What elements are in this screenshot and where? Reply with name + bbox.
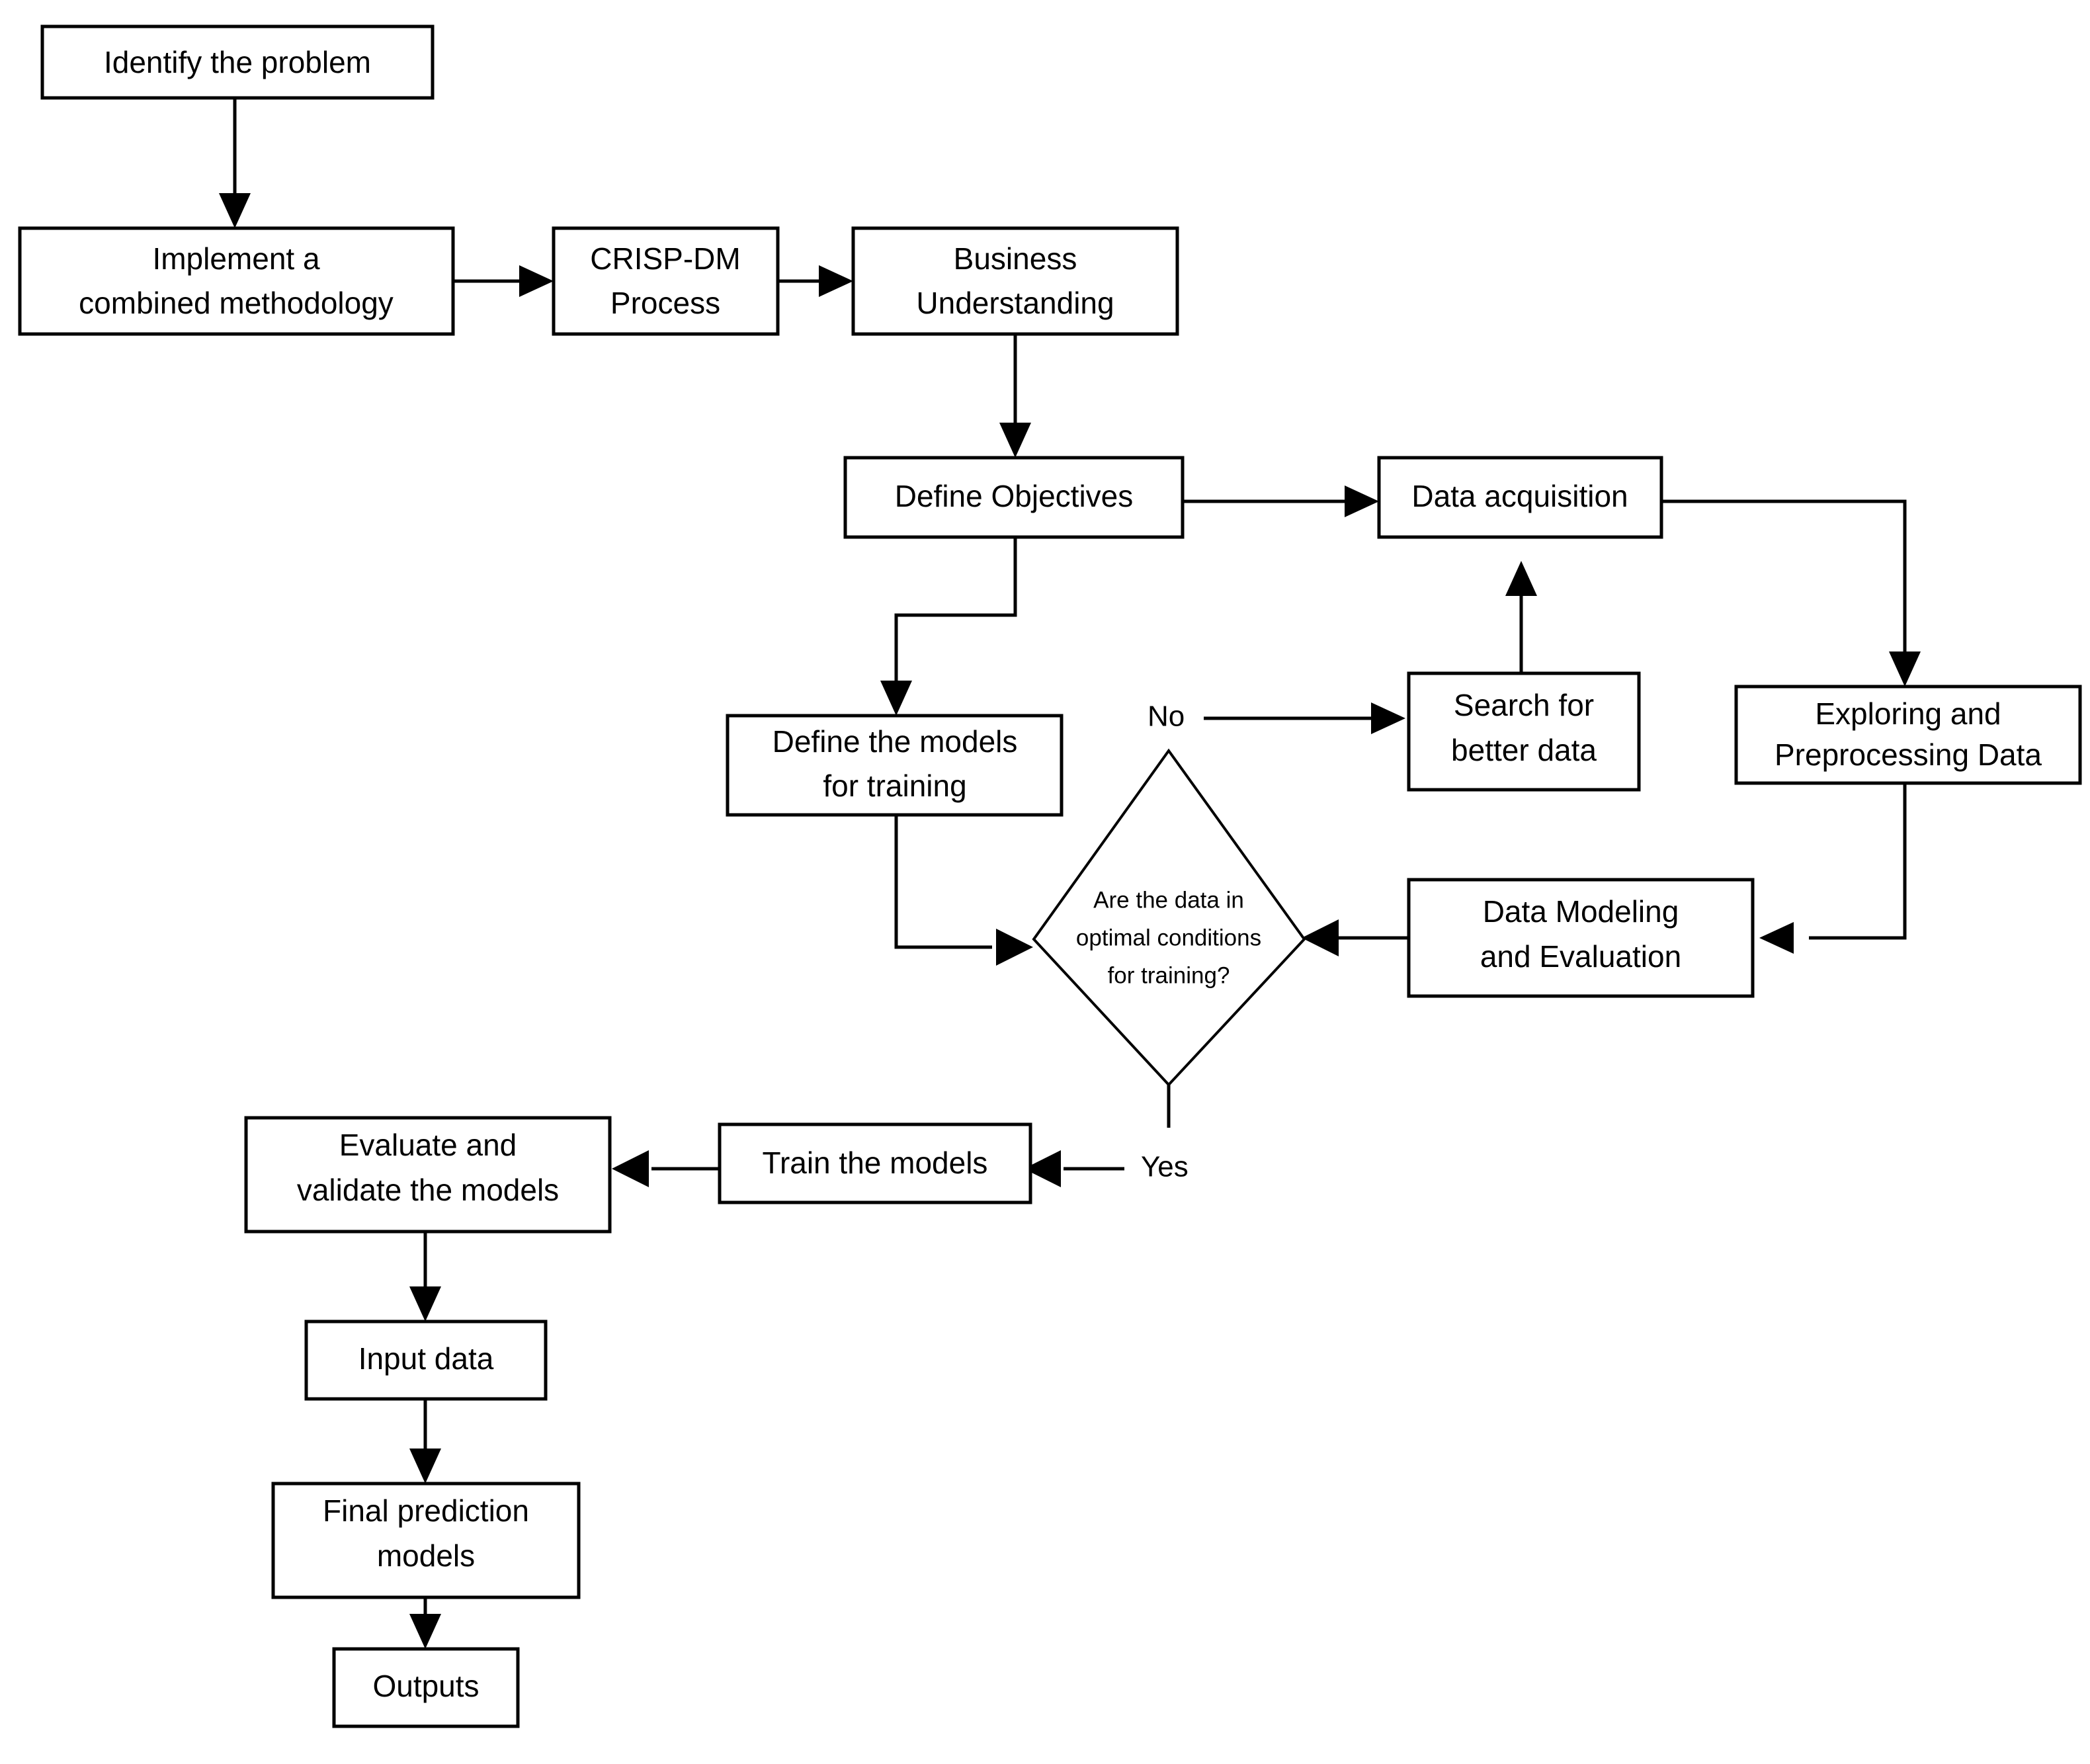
decision-label-line2: optimal conditions: [1076, 925, 1261, 950]
node-label-train-the-models: Train the models: [763, 1146, 988, 1180]
edge-data-acquisition-to-exploring: [1661, 499, 1921, 687]
node-label-final-prediction-line2: models: [377, 1538, 475, 1573]
node-are-the-data-in-optimal-conditions-for-training[interactable]: Are the data in optimal conditions for t…: [1032, 748, 1306, 1087]
node-label-exploring-line1: Exploring and: [1815, 696, 2001, 731]
node-search-for-better-data[interactable]: Search for better data: [1407, 671, 1641, 792]
edge-define-objectives-to-data-acquisition: [1183, 485, 1379, 517]
no-branch-label: No: [1148, 700, 1185, 733]
edge-exploring-to-data-modeling: [1759, 783, 1907, 954]
edge-train-to-evaluate: [612, 1150, 720, 1187]
node-label-define-models-line2: for training: [823, 769, 966, 803]
node-label-business-line1: Business: [954, 241, 1077, 276]
edge-define-objectives-to-define-models: [880, 537, 1017, 716]
node-label-crispdm-line1: CRISP-DM: [590, 241, 740, 276]
edge-implement-to-crispdm: [453, 265, 554, 297]
node-data-modeling-and-evaluation[interactable]: Data Modeling and Evaluation: [1407, 878, 1755, 998]
decision-label-line1: Are the data in: [1093, 887, 1244, 913]
node-label-identify-the-problem: Identify the problem: [104, 45, 371, 79]
node-label-exploring-line2: Preprocessing Data: [1775, 737, 2042, 772]
node-final-prediction-models[interactable]: Final prediction models: [271, 1482, 581, 1599]
edge-evaluate-to-input-data: [409, 1232, 441, 1322]
node-label-evaluate-line2: validate the models: [297, 1173, 559, 1207]
node-label-search-line2: better data: [1451, 733, 1597, 767]
node-train-the-models[interactable]: Train the models: [718, 1122, 1032, 1204]
edge-crispdm-to-business: [778, 265, 853, 297]
edge-identify-to-implement: [219, 98, 251, 228]
edge-decision-yes-to-train: [1024, 1085, 1171, 1187]
node-label-search-line1: Search for: [1454, 688, 1594, 722]
node-label-outputs: Outputs: [372, 1669, 479, 1703]
node-label-input-data: Input data: [358, 1341, 494, 1376]
edge-define-models-to-decision: [894, 815, 1033, 966]
edge-input-data-to-final-prediction: [409, 1399, 441, 1484]
node-label-implement-line2: combined methodology: [79, 286, 394, 320]
node-implement-a-combined-methodology[interactable]: Implement a combined methodology: [18, 226, 455, 336]
node-exploring-and-preprocessing-data[interactable]: Exploring and Preprocessing Data: [1734, 685, 2082, 785]
node-label-data-modeling-line1: Data Modeling: [1483, 894, 1679, 929]
node-label-implement-line1: Implement a: [152, 241, 320, 276]
node-label-business-line2: Understanding: [916, 286, 1114, 320]
node-data-acquisition[interactable]: Data acquisition: [1377, 456, 1663, 539]
node-define-objectives[interactable]: Define Objectives: [843, 456, 1185, 539]
node-label-crispdm-line2: Process: [610, 286, 720, 320]
node-identify-the-problem[interactable]: Identify the problem: [40, 24, 435, 100]
node-label-define-models-line1: Define the models: [773, 724, 1018, 759]
node-label-evaluate-line1: Evaluate and: [339, 1128, 517, 1162]
node-label-data-modeling-line2: and Evaluation: [1480, 939, 1681, 974]
node-label-define-objectives: Define Objectives: [895, 479, 1134, 513]
node-input-data[interactable]: Input data: [304, 1320, 548, 1401]
edge-data-modeling-to-decision: [1302, 919, 1409, 956]
edge-business-to-define-objectives: [999, 331, 1031, 458]
node-evaluate-and-validate-the-models[interactable]: Evaluate and validate the models: [244, 1116, 612, 1234]
node-label-data-acquisition: Data acquisition: [1411, 479, 1628, 513]
edge-search-to-data-acquisition: [1505, 561, 1537, 673]
edge-decision-no-to-search: [1167, 702, 1405, 807]
node-label-final-prediction-line1: Final prediction: [323, 1493, 529, 1528]
yes-branch-label: Yes: [1141, 1151, 1189, 1183]
node-business-understanding[interactable]: Business Understanding: [851, 226, 1179, 336]
decision-label-line3: for training?: [1108, 962, 1230, 988]
node-define-the-models-for-training[interactable]: Define the models for training: [726, 714, 1064, 817]
node-outputs[interactable]: Outputs: [332, 1647, 520, 1728]
node-crisp-dm-process[interactable]: CRISP-DM Process: [552, 226, 780, 336]
